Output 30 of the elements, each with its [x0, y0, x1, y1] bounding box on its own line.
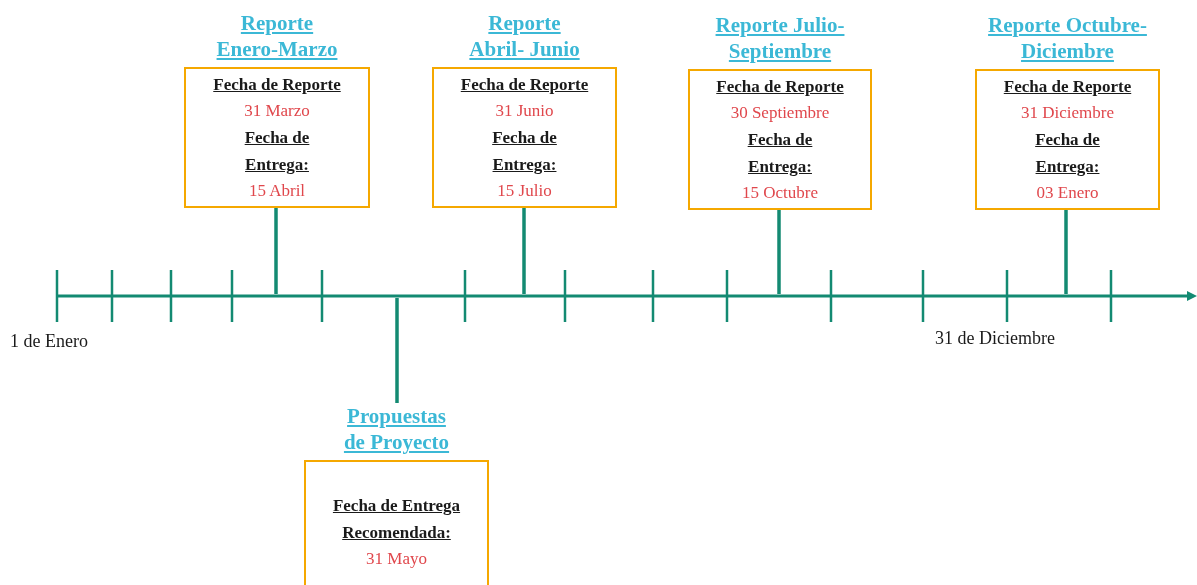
connector-line	[1064, 210, 1068, 294]
date-value: 31 Junio	[494, 100, 555, 122]
date-label: 31 de Diciembre	[935, 327, 1055, 349]
date-value: 15 Octubre	[741, 182, 819, 204]
period-heading: Reporte Octubre-Diciembre	[987, 12, 1148, 64]
period-heading: Reporte Enero-Marzo	[215, 10, 339, 62]
field-label: Fecha de Reporte	[1002, 76, 1133, 98]
date-value: 30 Septiembre	[729, 102, 831, 124]
field-label: Fecha de Entrega:	[1034, 129, 1101, 178]
date-value: 03 Enero	[1035, 182, 1100, 204]
period-heading: Reporte Abril- Junio	[468, 10, 581, 62]
date-value: 31 Mayo	[365, 548, 428, 570]
connector-line	[395, 298, 399, 403]
field-label: Fecha de Entrega:	[243, 127, 311, 176]
date-value: 15 Julio	[496, 180, 553, 202]
field-label: Fecha de Entrega:	[491, 127, 558, 176]
period-heading: Reporte Julio- Septiembre	[714, 12, 846, 64]
date-value: 31 Marzo	[243, 100, 311, 122]
field-label: Fecha de Entrega Recomendada:	[331, 495, 462, 544]
date-value: 31 Diciembre	[1020, 102, 1115, 124]
field-label: Fecha de Reporte	[459, 74, 590, 96]
connector-line	[777, 210, 781, 294]
connector-line	[274, 208, 278, 294]
period-heading: Propuestas de Proyecto	[342, 403, 451, 455]
field-label: Fecha de Reporte	[212, 74, 342, 96]
connector-line	[522, 208, 526, 294]
field-label: Fecha de Reporte	[715, 76, 845, 98]
date-label: 1 de Enero	[10, 330, 88, 352]
field-label: Fecha de Entrega:	[746, 129, 814, 178]
date-value: 15 Abril	[247, 180, 307, 202]
